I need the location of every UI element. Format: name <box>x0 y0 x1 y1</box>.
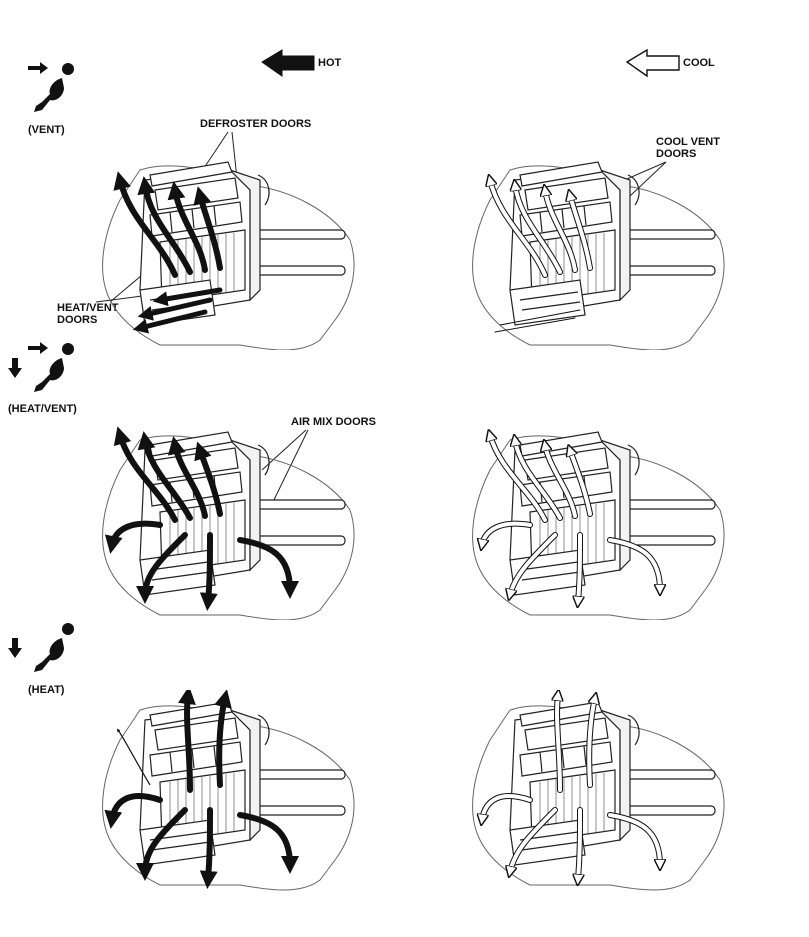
cool-label: COOL <box>683 57 715 69</box>
mode-label-vent: (VENT) <box>28 124 65 136</box>
callout-heat-vent-doors: HEAT/VENT DOORS <box>57 302 119 326</box>
mode-label-heat: (HEAT) <box>28 684 65 696</box>
heat-icon <box>8 623 74 672</box>
heater-unit-heat-hot <box>101 690 355 891</box>
heat-vent-icon <box>8 342 74 392</box>
cool-arrow-icon <box>625 48 680 78</box>
callout-air-mix-doors: AIR MIX DOORS <box>291 416 376 428</box>
heater-unit-heat-cool <box>471 690 725 891</box>
hot-arrow-icon <box>261 49 315 77</box>
hot-label: HOT <box>318 57 342 69</box>
mode-label-heat-vent: (HEAT/VENT) <box>8 403 77 415</box>
callout-defroster-doors: DEFROSTER DOORS <box>200 118 312 130</box>
callout-cool-vent-doors: COOL VENT DOORS <box>656 136 720 160</box>
vent-icon <box>28 62 74 112</box>
heater-unit-vent-cool <box>471 161 725 350</box>
heater-unit-heat-vent-hot <box>101 426 355 620</box>
heater-unit-vent-hot <box>101 161 355 350</box>
heater-unit-heat-vent-cool <box>471 420 725 620</box>
